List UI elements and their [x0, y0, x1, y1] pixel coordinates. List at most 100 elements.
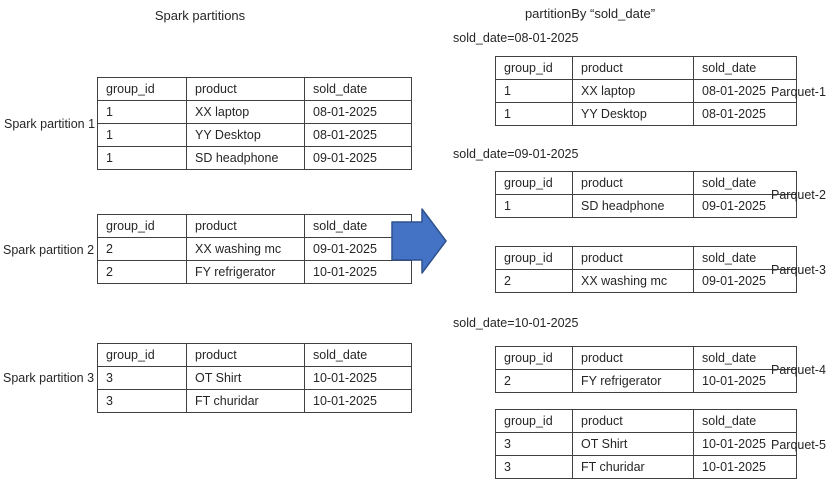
- table-cell: 10-01-2025: [304, 260, 412, 284]
- table-cell: 2: [97, 237, 187, 261]
- table-cell: 09-01-2025: [304, 146, 412, 170]
- column-header: group_id: [495, 246, 573, 270]
- parquet-2-label: Parquet-2: [771, 188, 826, 202]
- table-cell: XX laptop: [186, 100, 305, 124]
- column-header: group_id: [495, 171, 573, 195]
- column-header: sold_date: [693, 56, 797, 80]
- table-cell: 2: [97, 260, 187, 284]
- table-cell: 09-01-2025: [693, 194, 797, 218]
- table-cell: 3: [495, 455, 573, 479]
- table-cell: SD headphone: [572, 194, 694, 218]
- table-cell: FY refrigerator: [186, 260, 305, 284]
- right-column-title: partitionBy “sold_date”: [524, 6, 656, 21]
- table-cell: XX washing mc: [572, 269, 694, 293]
- table-cell: 1: [495, 194, 573, 218]
- table-cell: XX laptop: [572, 79, 694, 103]
- table-cell: 08-01-2025: [693, 79, 797, 103]
- parquet-5-label: Parquet-5: [771, 438, 826, 452]
- table-cell: 3: [97, 366, 187, 390]
- column-header: sold_date: [693, 246, 797, 270]
- section-label-08-01-2025: sold_date=08-01-2025: [453, 31, 579, 45]
- table-cell: 2: [495, 369, 573, 393]
- table-cell: FY refrigerator: [572, 369, 694, 393]
- column-header: sold_date: [693, 346, 797, 370]
- table-cell: 1: [97, 100, 187, 124]
- column-header: product: [186, 214, 305, 238]
- table-cell: 08-01-2025: [693, 102, 797, 126]
- column-header: product: [572, 171, 694, 195]
- right-arrow-shape: [391, 208, 447, 274]
- parquet-1-label: Parquet-1: [771, 85, 826, 99]
- parquet-4-label: Parquet-4: [771, 363, 826, 377]
- column-header: product: [572, 246, 694, 270]
- table-cell: 10-01-2025: [304, 389, 412, 413]
- column-header: product: [572, 56, 694, 80]
- table-cell: 1: [97, 123, 187, 147]
- column-header: sold_date: [693, 409, 797, 433]
- table-cell: OT Shirt: [186, 366, 305, 390]
- table-cell: 09-01-2025: [693, 269, 797, 293]
- column-header: sold_date: [304, 343, 412, 367]
- column-header: group_id: [495, 409, 573, 433]
- section-label-10-01-2025: sold_date=10-01-2025: [453, 316, 579, 330]
- table-cell: 10-01-2025: [693, 369, 797, 393]
- table-cell: 1: [495, 79, 573, 103]
- left-column-title: Spark partitions: [154, 8, 246, 23]
- table-cell: 08-01-2025: [304, 123, 412, 147]
- table-cell: 1: [495, 102, 573, 126]
- table-cell: XX washing mc: [186, 237, 305, 261]
- column-header: product: [572, 409, 694, 433]
- spark-partition-2-label: Spark partition 2: [3, 243, 95, 257]
- table-cell: FT churidar: [572, 455, 694, 479]
- column-header: group_id: [495, 346, 573, 370]
- table-cell: 2: [495, 269, 573, 293]
- table-cell: 3: [495, 432, 573, 456]
- column-header: product: [186, 343, 305, 367]
- column-header: product: [572, 346, 694, 370]
- column-header: group_id: [495, 56, 573, 80]
- column-header: group_id: [97, 77, 187, 101]
- column-header: sold_date: [304, 77, 412, 101]
- table-cell: 10-01-2025: [693, 432, 797, 456]
- column-header: product: [186, 77, 305, 101]
- right-arrow-icon: [390, 205, 448, 277]
- table-cell: OT Shirt: [572, 432, 694, 456]
- spark-partition-3-label: Spark partition 3: [3, 371, 95, 385]
- spark-partition-1-label: Spark partition 1: [4, 117, 96, 131]
- section-label-09-01-2025: sold_date=09-01-2025: [453, 147, 579, 161]
- table-cell: FT churidar: [186, 389, 305, 413]
- table-cell: 3: [97, 389, 187, 413]
- table-cell: 1: [97, 146, 187, 170]
- table-cell: YY Desktop: [572, 102, 694, 126]
- table-cell: YY Desktop: [186, 123, 305, 147]
